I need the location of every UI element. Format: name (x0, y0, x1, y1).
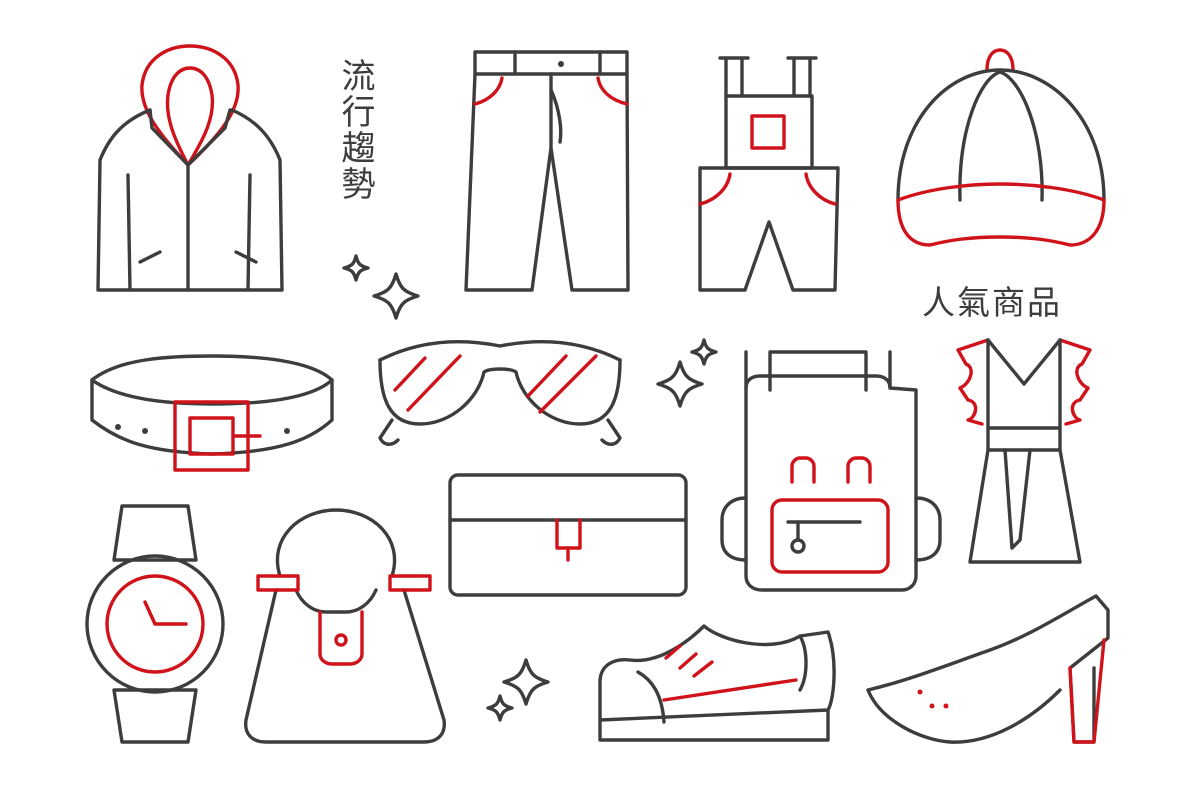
vertical-caption: 流行趨勢 (335, 58, 375, 202)
belt-icon (90, 354, 334, 472)
sunglasses-icon (378, 339, 622, 446)
jeans-icon (464, 50, 630, 292)
horizontal-caption: 人氣商品 (922, 283, 1062, 322)
hoodie-icon (96, 44, 284, 292)
overalls-icon (698, 56, 840, 292)
high-heel-icon (866, 594, 1110, 744)
sneaker-icon (598, 624, 836, 742)
sparkle-icon (342, 254, 718, 722)
backpack-icon (720, 350, 942, 592)
clutch-icon (448, 473, 688, 597)
cap-icon (896, 48, 1106, 247)
dress-icon (956, 338, 1092, 564)
handbag-icon (244, 508, 446, 744)
watch-icon (85, 504, 225, 744)
